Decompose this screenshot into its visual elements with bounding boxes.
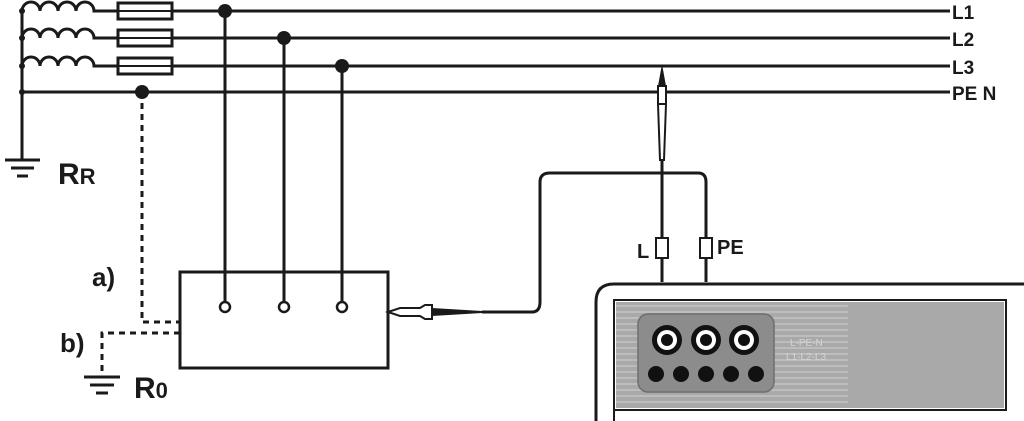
adapter-leads <box>218 11 349 314</box>
meter-aux-sockets <box>648 366 764 382</box>
junction-dots <box>19 4 349 99</box>
adapter-plug-icon <box>384 304 433 320</box>
supply-network: L1 L2 L3 PE N <box>22 3 996 105</box>
meter-plugs: L PE <box>637 237 744 282</box>
pe-connection-variants: a) b) <box>60 92 180 376</box>
test-probe <box>656 64 668 238</box>
earth-resistance-label: RR <box>58 158 96 191</box>
plug-l-label: L <box>637 241 649 263</box>
panel-text-1: L-PE-N <box>790 338 823 349</box>
coil-l2-icon <box>20 27 98 40</box>
adapter-terminal-l1 <box>218 300 232 314</box>
line-label-pen: PE N <box>952 84 996 105</box>
variant-a-dashed-line <box>140 92 180 324</box>
variant-a-label: a) <box>92 262 115 292</box>
variant-b-label: b) <box>60 328 85 358</box>
plug-pe-label: PE <box>717 237 744 259</box>
test-adapter-box <box>178 270 390 370</box>
adapter-cable <box>384 171 708 320</box>
adapter-terminal-l3 <box>335 300 349 314</box>
variant-b-dashed-line <box>100 331 180 376</box>
local-earth-label: R0 <box>134 372 168 405</box>
line-label-l1: L1 <box>952 3 975 24</box>
line-label-l2: L2 <box>952 30 974 51</box>
adapter-terminal-l2 <box>277 300 291 314</box>
line-label-l3: L3 <box>952 58 974 79</box>
plug-l-icon <box>655 237 669 259</box>
meter: L-PE-N L1-L2-L3 <box>594 282 1024 421</box>
coil-l1-icon <box>20 0 98 13</box>
source-earth: RR <box>5 158 96 191</box>
panel-text-2: L1-L2-L3 <box>786 352 826 363</box>
fuses <box>116 1 174 76</box>
adapter-to-meter-cable <box>482 171 708 314</box>
plug-pe-icon <box>699 237 713 259</box>
coil-l3-icon <box>20 55 98 68</box>
probe-tip-icon <box>658 64 666 86</box>
meter-sockets <box>652 325 759 355</box>
transformer-windings <box>20 0 98 160</box>
local-earth: R0 <box>84 372 168 405</box>
